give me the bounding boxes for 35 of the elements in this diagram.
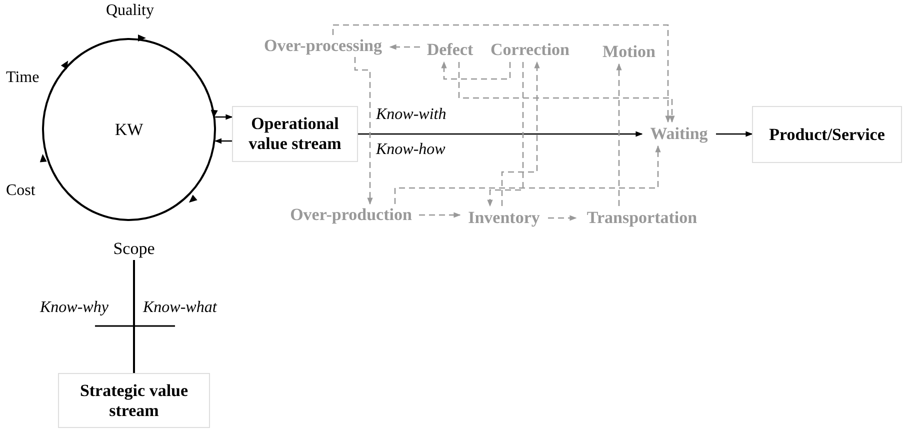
process-box: Strategic value stream bbox=[58, 373, 210, 428]
dashed-arrow bbox=[332, 24, 671, 123]
waste-label: Transportation bbox=[576, 206, 708, 230]
cycle-circle: KW bbox=[42, 38, 216, 221]
scope-label: Scope bbox=[104, 238, 164, 260]
waste-label: Correction bbox=[483, 38, 577, 62]
arrow bbox=[214, 138, 232, 144]
dashed-arrow bbox=[394, 145, 661, 204]
arrow bbox=[358, 131, 643, 137]
dashed-arrow bbox=[548, 215, 577, 221]
dashed-arrow bbox=[501, 61, 540, 206]
waste-label: Waiting bbox=[642, 122, 716, 146]
knowledge-label: Know-what bbox=[143, 299, 217, 317]
dashed-arrow bbox=[458, 62, 675, 123]
knowledge-label: Know-why bbox=[40, 299, 108, 317]
dashed-arrow bbox=[354, 57, 373, 205]
waste-label: Over-processing bbox=[256, 35, 390, 57]
dashed-arrow bbox=[419, 212, 461, 218]
knowledge-label: Know-how bbox=[376, 141, 446, 159]
dashed-arrow bbox=[487, 62, 524, 207]
waste-label: Over-production bbox=[283, 204, 419, 226]
waste-label: Motion bbox=[596, 40, 662, 64]
arrow bbox=[215, 114, 233, 120]
process-box: Product/Service bbox=[752, 106, 902, 163]
waste-label: Defect bbox=[420, 38, 480, 62]
dashed-arrow bbox=[616, 63, 622, 206]
constraint-label: Time bbox=[6, 69, 40, 87]
process-box: Operational value stream bbox=[232, 106, 358, 162]
arrow bbox=[716, 131, 753, 137]
dashed-arrow bbox=[389, 44, 420, 50]
dashed-arrow bbox=[441, 61, 511, 80]
constraint-label: Quality bbox=[106, 2, 154, 20]
connector-line bbox=[133, 260, 135, 373]
waste-label: Inventory bbox=[460, 206, 548, 230]
constraint-label: Cost bbox=[6, 182, 36, 200]
